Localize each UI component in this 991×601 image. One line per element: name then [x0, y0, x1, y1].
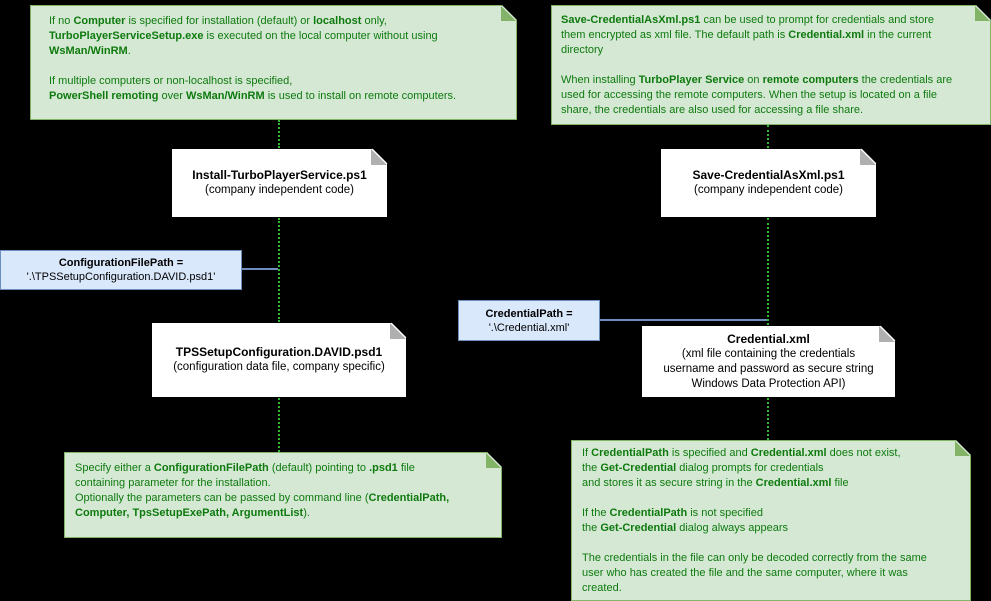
node-config-file-title: TPSSetupConfiguration.DAVID.psd1: [175, 345, 383, 359]
node-credential-file-subtitle-2: username and password as secure string: [663, 362, 874, 375]
node-credential-file: Credential.xml (xml file containing the …: [641, 325, 896, 398]
note-save-credential-info: Save-CredentialAsXml.ps1 can be used to …: [551, 5, 991, 125]
edge-credential-file-to-note: [767, 398, 769, 440]
node-install-script: Install-TurboPlayerService.ps1 (company …: [171, 148, 388, 218]
node-credential-file-title: Credential.xml: [727, 331, 810, 346]
note-credential-behavior-text: If CredentialPath is specified and Crede…: [582, 447, 927, 594]
node-config-file-subtitle: (configuration data file, company specif…: [173, 361, 385, 373]
node-save-credential-script-subtitle: (company independent code): [694, 184, 843, 196]
node-save-credential-script-title: Save-CredentialAsXml.ps1: [692, 168, 845, 182]
node-install-script-title: Install-TurboPlayerService.ps1: [192, 168, 367, 182]
edge-note-to-save-credential-script: [767, 125, 769, 148]
param-credential-path: CredentialPath = '.\Credential.xml': [458, 300, 600, 341]
note-install-behavior-text: If no Computer is specified for installa…: [49, 15, 457, 102]
note-configuration-info: Specify either a ConfigurationFilePath (…: [64, 452, 502, 538]
node-credential-file-subtitle-3: Windows Data Protection API): [691, 377, 846, 390]
edge-configuration-file-path-param: [242, 268, 278, 270]
node-save-credential-script: Save-CredentialAsXml.ps1 (company indepe…: [660, 148, 877, 218]
note-install-behavior: If no Computer is specified for installa…: [30, 5, 517, 120]
node-credential-file-subtitle-1: (xml file containing the credentials: [681, 347, 856, 360]
param-configuration-file-path: ConfigurationFilePath = '.\TPSSetupConfi…: [0, 250, 242, 290]
edge-install-script-to-config-file: [278, 218, 280, 322]
node-config-file: TPSSetupConfiguration.DAVID.psd1 (config…: [151, 322, 407, 398]
param-credential-path-value: '.\Credential.xml': [488, 321, 570, 334]
note-configuration-info-text: Specify either a ConfigurationFilePath (…: [75, 462, 450, 519]
edge-save-credential-script-to-credential-file: [767, 218, 769, 325]
note-save-credential-info-text: Save-CredentialAsXml.ps1 can be used to …: [561, 14, 953, 116]
node-install-script-subtitle: (company independent code): [205, 184, 354, 196]
note-credential-behavior: If CredentialPath is specified and Crede…: [571, 440, 971, 601]
edge-note-to-install-script: [278, 120, 280, 148]
edge-credential-path-param: [600, 319, 767, 321]
param-configuration-file-path-value: '.\TPSSetupConfiguration.DAVID.psd1': [26, 271, 216, 283]
param-configuration-file-path-name: ConfigurationFilePath =: [58, 257, 184, 269]
param-credential-path-name: CredentialPath =: [485, 307, 573, 320]
edge-config-file-to-note: [278, 398, 280, 452]
